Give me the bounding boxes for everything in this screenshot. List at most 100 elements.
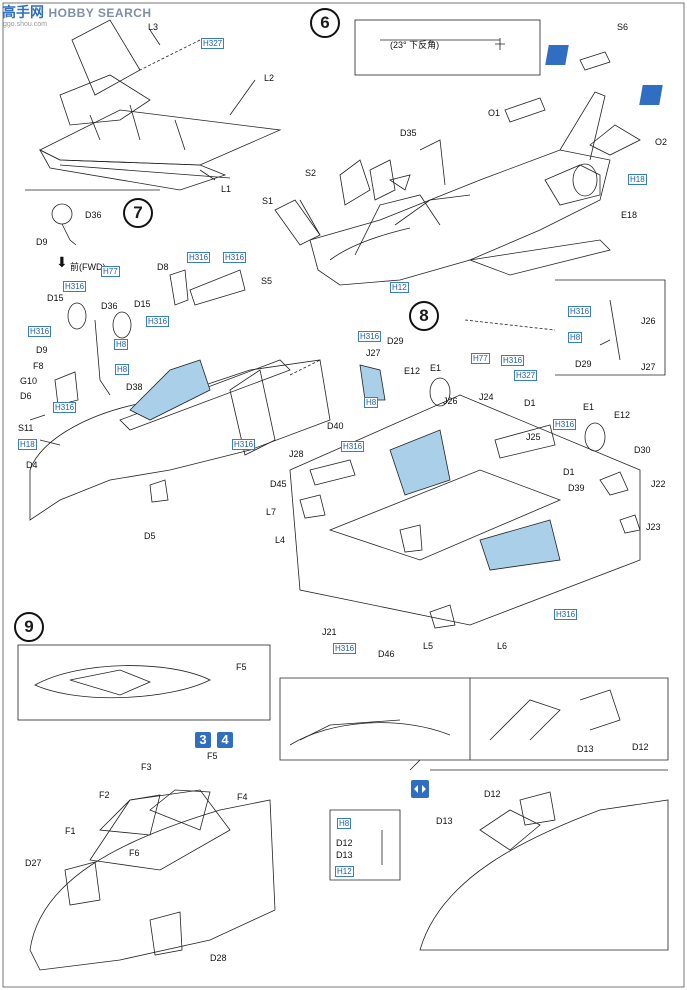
paint-code-badge: H77 xyxy=(471,353,490,364)
site-logo: 高手网 HOBBY SEARCH xyxy=(2,2,152,22)
paint-code-badge: H316 xyxy=(358,331,382,342)
paint-code-badge: H18 xyxy=(18,439,37,450)
part-label: J28 xyxy=(289,449,304,459)
part-label: D8 xyxy=(157,262,169,272)
paint-code-badge: H316 xyxy=(53,402,77,413)
part-label: D35 xyxy=(400,128,417,138)
part-label: J27 xyxy=(366,348,381,358)
decal-marker-o1 xyxy=(545,45,569,65)
paint-code-badge: H316 xyxy=(223,252,247,263)
paint-ref-4: 4 xyxy=(217,732,233,748)
part-label: J26 xyxy=(641,316,656,326)
part-label: D27 xyxy=(25,858,42,868)
part-label: S5 xyxy=(261,276,273,286)
part-label: E12 xyxy=(614,410,631,420)
paint-code-badge: H316 xyxy=(501,355,525,366)
part-label: F5 xyxy=(236,662,247,672)
part-label: D5 xyxy=(144,531,156,541)
part-label: D15 xyxy=(47,293,64,303)
part-label: D12 xyxy=(336,838,353,848)
part-label: D9 xyxy=(36,237,48,247)
part-label: D12 xyxy=(484,789,501,799)
part-label: D15 xyxy=(134,299,151,309)
part-label: D39 xyxy=(568,483,585,493)
part-label: J22 xyxy=(651,479,666,489)
part-label: D46 xyxy=(378,649,395,659)
part-label: D12 xyxy=(632,742,649,752)
part-label: E1 xyxy=(430,363,442,373)
detail-arrow-icon xyxy=(411,780,429,798)
part-label: D13 xyxy=(336,850,353,860)
paint-code-badge: H12 xyxy=(390,282,409,293)
part-label: L4 xyxy=(275,535,286,545)
logo-en: HOBBY SEARCH xyxy=(48,6,152,20)
paint-code-badge: H77 xyxy=(101,266,120,277)
part-label: L2 xyxy=(264,73,275,83)
part-label: S1 xyxy=(262,196,274,206)
part-label: S6 xyxy=(617,22,629,32)
paint-code-badge: H316 xyxy=(568,306,592,317)
part-label: L7 xyxy=(266,507,277,517)
part-label: E12 xyxy=(404,366,421,376)
paint-code-badge: H8 xyxy=(114,339,129,350)
part-label: D36 xyxy=(85,210,102,220)
forward-note: 前(FWD) xyxy=(70,262,106,272)
paint-code-badge: H316 xyxy=(333,643,357,654)
part-label: E1 xyxy=(583,402,595,412)
part-label: D9 xyxy=(36,345,48,355)
part-label: D40 xyxy=(327,421,344,431)
part-label: F8 xyxy=(33,361,44,371)
part-label: D45 xyxy=(270,479,287,489)
part-label: D13 xyxy=(577,744,594,754)
forward-arrow-icon: ⬇ xyxy=(56,254,68,270)
part-label: J24 xyxy=(479,392,494,402)
part-label: F3 xyxy=(141,762,152,772)
step-7-badge: 7 xyxy=(123,198,153,228)
part-label: J23 xyxy=(646,522,661,532)
paint-code-badge: H316 xyxy=(232,439,256,450)
part-label: J26 xyxy=(443,396,458,406)
part-label: F4 xyxy=(237,792,248,802)
part-label: D6 xyxy=(20,391,32,401)
part-label: D13 xyxy=(436,816,453,826)
paint-code-badge: H316 xyxy=(341,441,365,452)
part-label: S11 xyxy=(18,423,34,433)
logo-url: ggo.shou.com xyxy=(3,21,47,28)
part-label: F5 xyxy=(207,751,218,761)
part-label: D29 xyxy=(387,336,404,346)
part-label: G10 xyxy=(20,376,38,386)
paint-code-badge: H8 xyxy=(115,364,130,375)
part-label: E18 xyxy=(621,210,638,220)
part-label: L5 xyxy=(423,641,434,651)
paint-ref-3: 3 xyxy=(195,732,211,748)
part-label: J21 xyxy=(322,627,337,637)
paint-code-badge: H316 xyxy=(553,419,577,430)
part-label: O1 xyxy=(488,108,501,118)
part-label: D36 xyxy=(101,301,118,311)
part-label: O2 xyxy=(655,137,668,147)
decal-marker-o2 xyxy=(639,85,663,105)
paint-code-badge: H327 xyxy=(514,370,538,381)
paint-code-badge: H18 xyxy=(628,174,647,185)
paint-code-badge: H316 xyxy=(28,326,52,337)
part-label: D30 xyxy=(634,445,651,455)
part-label: F2 xyxy=(99,790,110,800)
paint-code-badge: H327 xyxy=(201,38,225,49)
step-9-badge: 9 xyxy=(14,612,44,642)
part-label: F6 xyxy=(129,848,140,858)
logo-cn: 高手网 xyxy=(2,4,44,20)
paint-code-badge: H316 xyxy=(146,316,170,327)
part-label: D4 xyxy=(26,460,38,470)
part-label: D1 xyxy=(563,467,575,477)
anhedral-note: (23° 下反角) xyxy=(390,40,440,50)
part-label: L6 xyxy=(497,641,508,651)
paint-code-badge: H12 xyxy=(335,866,354,877)
paint-code-badge: H316 xyxy=(554,609,578,620)
part-label: S2 xyxy=(305,168,317,178)
double-arrow-icon xyxy=(414,785,426,793)
step-8-badge: 8 xyxy=(409,301,439,331)
paint-code-badge: H316 xyxy=(187,252,211,263)
part-label: D28 xyxy=(210,953,227,963)
part-label: D38 xyxy=(126,382,143,392)
